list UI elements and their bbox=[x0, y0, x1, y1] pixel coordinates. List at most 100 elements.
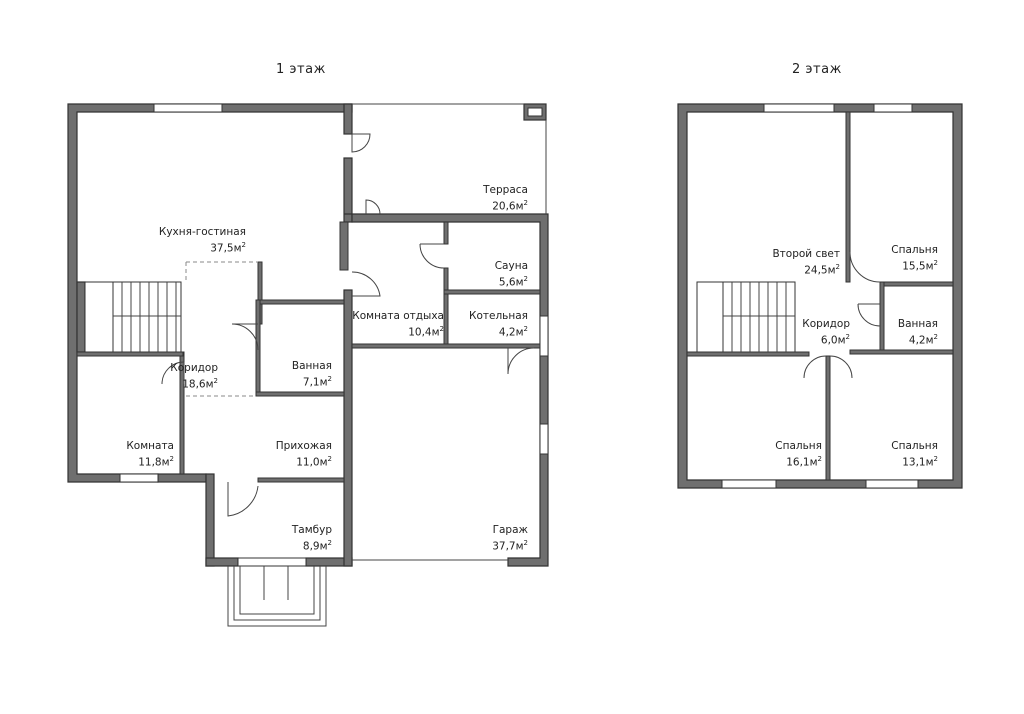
area-unit: 2 bbox=[817, 455, 822, 463]
area-unit: 2 bbox=[523, 325, 528, 333]
wall-segment bbox=[879, 281, 885, 355]
area-unit: 2 bbox=[439, 325, 444, 333]
wall-segment bbox=[205, 557, 239, 567]
door-boiler bbox=[507, 347, 535, 375]
room-label-sauna: Сауна 5,6м2 bbox=[495, 260, 528, 290]
area-unit: 2 bbox=[845, 333, 850, 341]
room-name: Спальня bbox=[891, 244, 938, 256]
room-name: Коридор bbox=[170, 362, 218, 374]
room-label-bedroom-2: Спальня 16,1м2 bbox=[775, 440, 822, 470]
room-label-corridor-2: Коридор 6,0м2 bbox=[802, 318, 850, 348]
area-unit: 2 bbox=[213, 377, 218, 385]
room-area: 8,9м bbox=[302, 540, 328, 553]
wall-segment bbox=[255, 391, 345, 397]
door-tambur bbox=[227, 482, 259, 517]
window bbox=[153, 103, 223, 113]
room-label-vestibule: Тамбур 8,9м2 bbox=[292, 524, 332, 554]
wall-segment bbox=[205, 473, 215, 567]
floor-2-title: 2 этаж bbox=[792, 62, 842, 77]
room-name: Спальня bbox=[891, 440, 938, 452]
wall-segment bbox=[257, 477, 345, 483]
room-name: Сауна bbox=[494, 260, 528, 272]
wall-segment bbox=[76, 351, 184, 357]
wall-segment bbox=[76, 281, 86, 353]
room-name: Ванная bbox=[291, 360, 332, 372]
room-name: Гараж bbox=[492, 524, 528, 536]
area-unit: 2 bbox=[327, 455, 332, 463]
floor-2-plan bbox=[677, 103, 963, 489]
door bbox=[849, 251, 881, 283]
room-name: Коридор bbox=[802, 318, 850, 330]
room-area: 37,7м bbox=[492, 540, 524, 553]
wall-segment bbox=[825, 355, 831, 481]
window bbox=[865, 479, 919, 489]
room-area: 11,0м bbox=[296, 456, 328, 469]
door bbox=[803, 355, 853, 379]
room-area: 13,1м bbox=[902, 456, 934, 469]
floor-1-plan bbox=[67, 103, 549, 627]
room-area: 24,5м bbox=[804, 264, 836, 277]
area-unit: 2 bbox=[327, 375, 332, 383]
zone-boundary bbox=[185, 261, 258, 397]
room-label-room: Комната 11,8м2 bbox=[126, 440, 174, 470]
room-name: Комната bbox=[126, 440, 174, 452]
staircase-floor-1 bbox=[84, 281, 182, 353]
wall-segment bbox=[443, 267, 449, 345]
garage-outer-walls bbox=[344, 213, 549, 567]
room-label-corridor-1: Коридор 18,6м2 bbox=[170, 362, 218, 392]
room-label-kitchen-living: Кухня-гостиная 37,5м2 bbox=[159, 226, 246, 256]
room-area: 10,4м bbox=[408, 326, 440, 339]
wall-segment bbox=[351, 343, 541, 349]
room-label-terrace: Терраса 20,6м2 bbox=[483, 184, 528, 214]
wall-segment bbox=[157, 473, 207, 483]
room-label-hall: Прихожая 11,0м2 bbox=[276, 440, 332, 470]
door bbox=[365, 199, 381, 215]
area-unit: 2 bbox=[523, 275, 528, 283]
room-area: 4,2м bbox=[498, 326, 524, 339]
room-name: Спальня bbox=[775, 440, 822, 452]
room-label-bedroom-3: Спальня 13,1м2 bbox=[891, 440, 938, 470]
room-name: Второй свет bbox=[772, 248, 840, 260]
room-area: 20,6м bbox=[492, 200, 524, 213]
floor-2-outer-walls bbox=[677, 103, 963, 489]
floor-1-title: 1 этаж bbox=[276, 62, 326, 77]
room-area: 7,1м bbox=[302, 376, 328, 389]
room-area: 4,2м bbox=[908, 334, 934, 347]
area-unit: 2 bbox=[933, 333, 938, 341]
room-name: Тамбур bbox=[291, 524, 332, 536]
window bbox=[119, 473, 159, 483]
wall-segment bbox=[879, 281, 954, 287]
room-label-garage: Гараж 37,7м2 bbox=[492, 524, 528, 554]
wall-segment bbox=[849, 349, 954, 355]
wall-segment bbox=[845, 111, 851, 283]
terrace-outline bbox=[352, 103, 547, 214]
area-unit: 2 bbox=[933, 259, 938, 267]
wall-segment bbox=[343, 289, 353, 567]
room-area: 5,6м bbox=[498, 276, 524, 289]
area-unit: 2 bbox=[241, 241, 246, 249]
room-name: Ванная bbox=[897, 318, 938, 330]
room-name: Прихожая bbox=[275, 440, 332, 452]
room-area: 11,8м bbox=[138, 456, 170, 469]
area-unit: 2 bbox=[523, 199, 528, 207]
wall-segment bbox=[339, 221, 349, 271]
wall-segment bbox=[443, 289, 541, 295]
room-label-bedroom-1: Спальня 15,5м2 bbox=[891, 244, 938, 274]
room-area: 37,5м bbox=[210, 242, 242, 255]
room-area: 18,6м bbox=[182, 378, 214, 391]
room-label-bath-1: Ванная 7,1м2 bbox=[292, 360, 332, 390]
room-area: 6,0м bbox=[820, 334, 846, 347]
window bbox=[721, 479, 777, 489]
area-unit: 2 bbox=[169, 455, 174, 463]
window bbox=[873, 103, 913, 113]
area-unit: 2 bbox=[327, 539, 332, 547]
window bbox=[763, 103, 835, 113]
room-area: 15,5м bbox=[902, 260, 934, 273]
room-label-rest-room: Комната отдыха 10,4м2 bbox=[352, 310, 444, 340]
staircase-floor-2 bbox=[696, 281, 796, 353]
area-unit: 2 bbox=[835, 263, 840, 271]
room-name: Терраса bbox=[483, 184, 528, 196]
door-terrace bbox=[351, 133, 371, 153]
room-label-second-light: Второй свет 24,5м2 bbox=[772, 248, 840, 278]
